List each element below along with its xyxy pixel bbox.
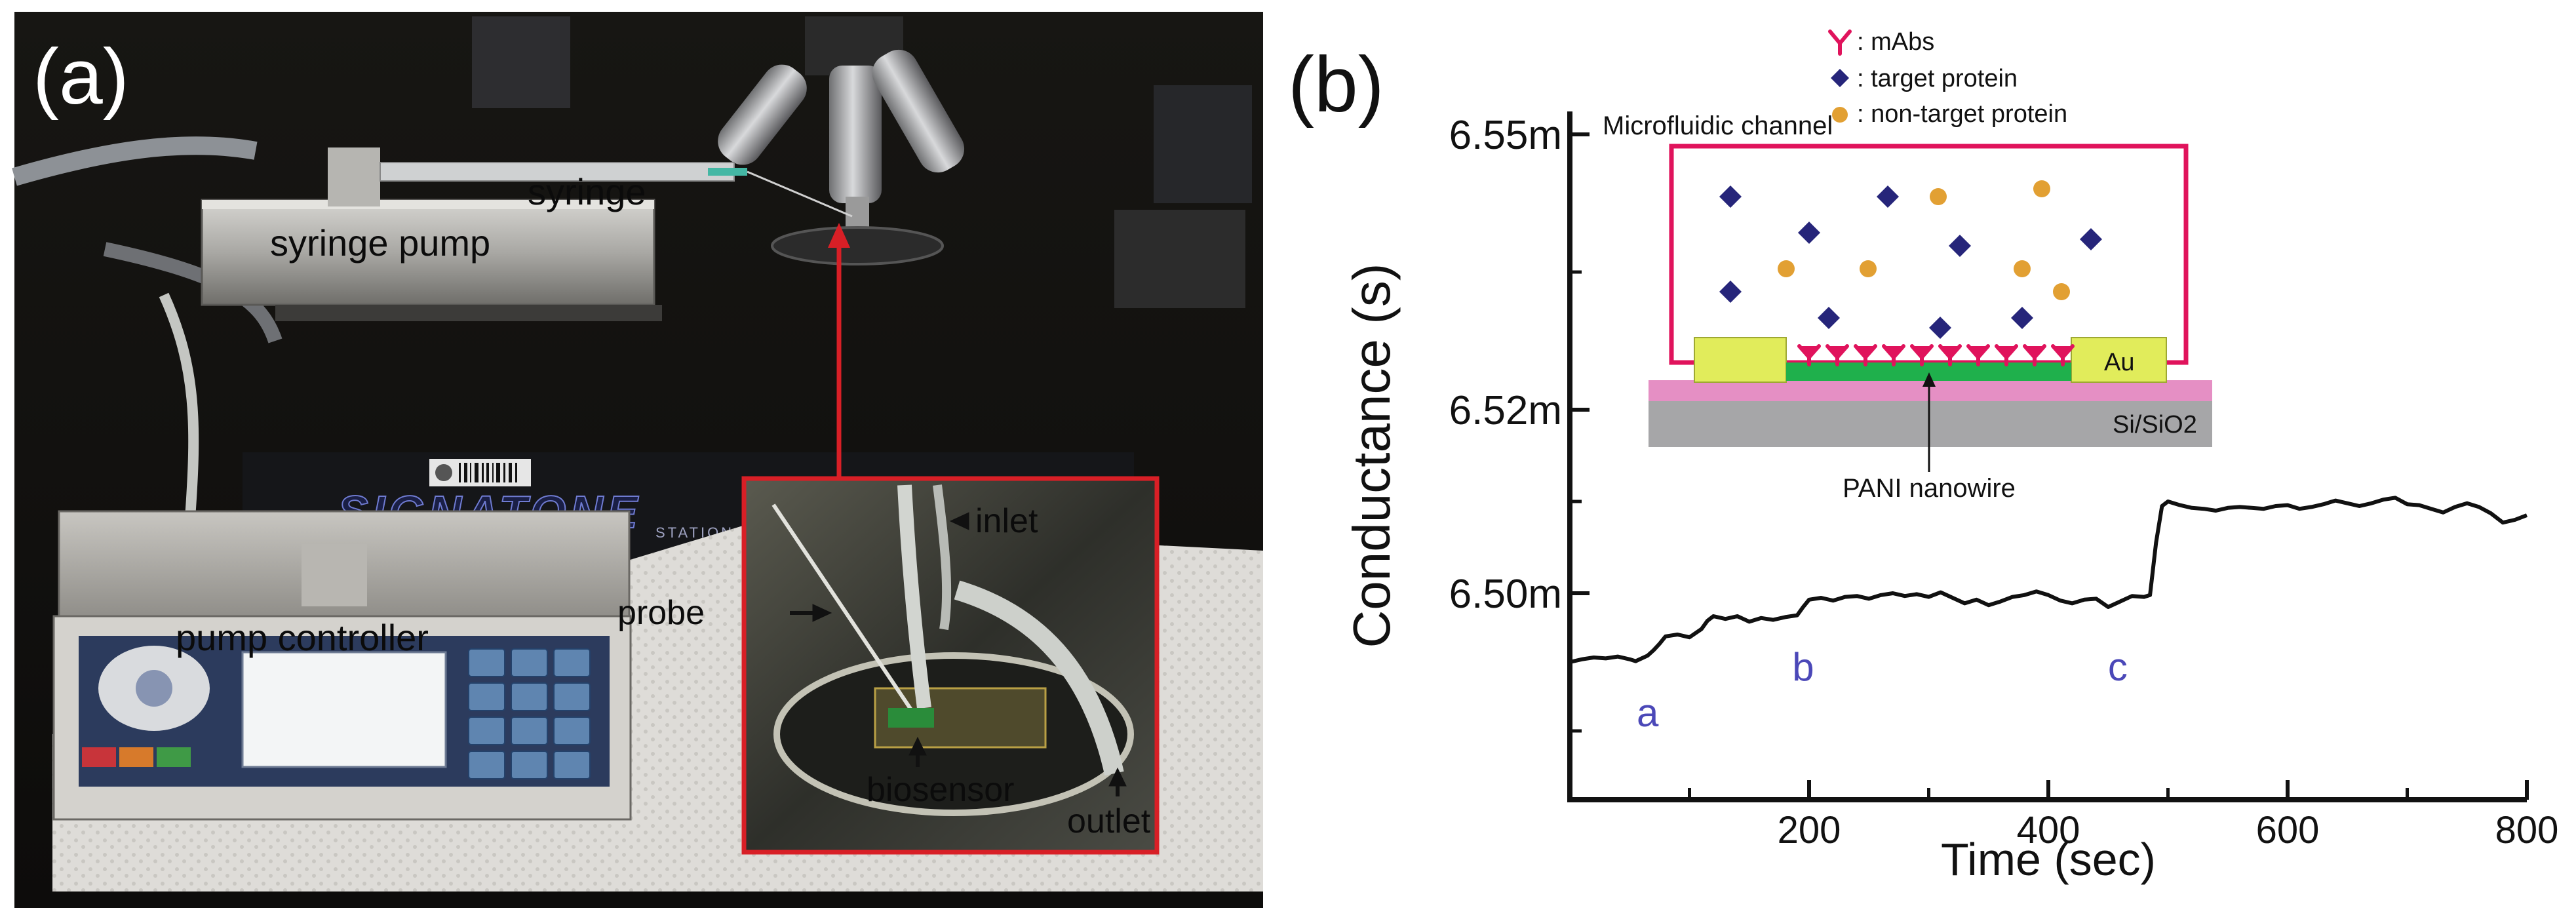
x-tick-label: 800	[2495, 809, 2559, 852]
x-tick-label: 600	[2256, 809, 2320, 852]
y-tick-label: 6.52m	[1449, 388, 1562, 433]
barcode-dot	[435, 464, 452, 481]
legend-mabs: : mAbs	[1857, 28, 1934, 56]
y-tick-label: 6.50m	[1449, 572, 1562, 617]
instrument-box	[1154, 85, 1252, 203]
substrate-label: Si/SiO2	[2113, 411, 2197, 439]
label-probe: probe	[617, 594, 705, 632]
setup-photo-panel: SIGNATONE STATION	[12, 12, 1263, 908]
annotation-label: b	[1792, 645, 1814, 689]
microfluidic-schematic: Microfluidic channel Au Si/SiO2	[1603, 28, 2212, 503]
nanowire-label: PANI nanowire	[1843, 474, 2016, 503]
x-axis-label: Time (sec)	[1941, 834, 2156, 885]
antibody-icon	[1797, 344, 2075, 366]
legend-target: : target protein	[1857, 65, 2018, 92]
antibody-icon	[1828, 29, 1852, 56]
au-electrode-right	[2071, 337, 2167, 383]
au-electrode-left	[1694, 337, 1787, 383]
label-pump-controller: pump controller	[176, 617, 429, 658]
label-syringe-pump: syringe pump	[270, 222, 490, 264]
x-tick-label: 200	[1778, 809, 1841, 852]
keypad-icon	[468, 648, 591, 779]
arrow-icon	[828, 223, 850, 248]
y-tick-label: 6.55m	[1449, 113, 1562, 158]
microscope	[718, 16, 965, 265]
cable	[12, 136, 258, 186]
label-biosensor: biosensor	[867, 771, 1014, 809]
substrate-layer	[1649, 401, 2212, 447]
instrument-box	[1114, 210, 1245, 308]
arrow-icon	[790, 512, 1127, 796]
x-tick-label: 400	[2017, 809, 2080, 852]
annotation-label: a	[1637, 691, 1659, 735]
channel-wall	[1669, 144, 2189, 365]
legend-nontarget: : non-target protein	[1857, 100, 2067, 128]
dot-icon	[1832, 107, 1848, 123]
cable	[159, 292, 199, 519]
dot-icon	[1778, 180, 2070, 300]
schematic-legend: : mAbs : target protein : non-target pro…	[1828, 28, 2067, 128]
schematic-title: Microfluidic channel	[1603, 111, 1833, 140]
y-axis-label: Conductance (s)	[1342, 264, 1401, 648]
annotation-label: c	[2108, 645, 2128, 689]
instrument-box	[472, 16, 570, 108]
biosensor-inset	[744, 479, 1157, 852]
au-label: Au	[2104, 349, 2134, 376]
arrow-icon	[1922, 372, 1936, 387]
conductance-trace	[1569, 496, 2528, 664]
panel-label-b: (b)	[1288, 41, 1384, 128]
inset-frame	[741, 476, 1160, 855]
diamond-icon	[1831, 69, 1849, 87]
label-outlet: outlet	[1067, 802, 1151, 840]
diamond-icon	[1719, 186, 2102, 339]
panel-label-a: (a)	[33, 33, 129, 121]
syringe-pump	[201, 147, 853, 321]
label-syringe: syringe	[528, 171, 646, 212]
conductance-chart-panel: (b) 6.50m 6.52m 6.55m 200 400 600 800 Conduct…	[1288, 28, 2559, 885]
label-inlet: inlet	[975, 502, 1038, 540]
